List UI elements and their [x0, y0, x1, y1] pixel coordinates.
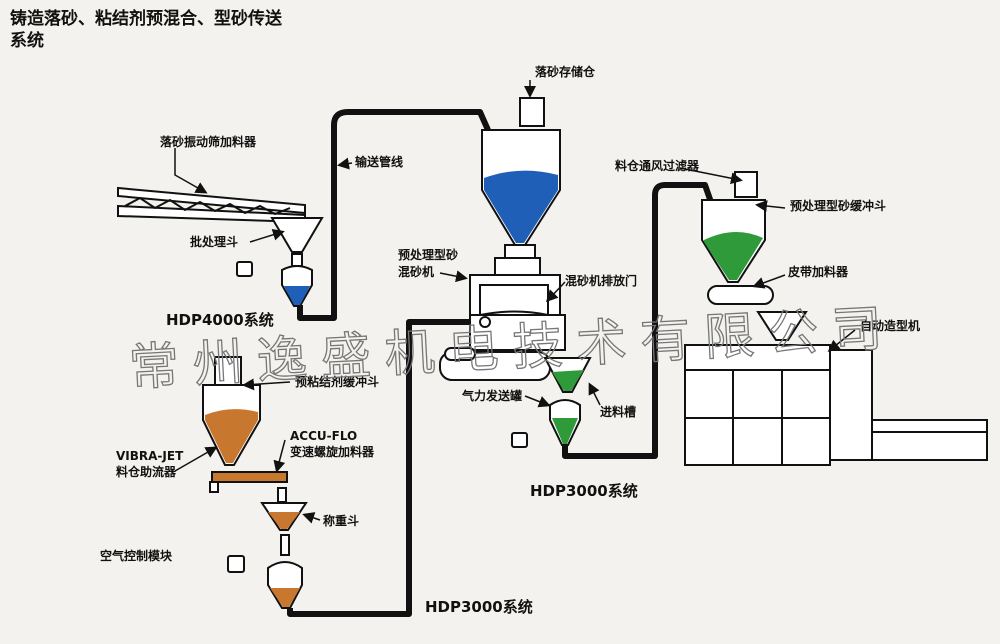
leader-lines — [174, 80, 856, 524]
pipe-hdp3000-to-mixer — [287, 319, 478, 617]
weigh-hopper — [260, 487, 308, 531]
label-accuflo-1: ACCU-FLO — [290, 429, 357, 443]
batch-hopper — [270, 217, 324, 253]
hdp3000-transporter-right — [549, 399, 581, 446]
label-mixer-1: 预处理型砂 — [398, 247, 458, 262]
sand-storage-silo — [481, 97, 561, 260]
conveying-pipes — [287, 109, 715, 617]
label-vent-filter: 料仓通风过滤器 — [615, 158, 700, 173]
sand-surge-hopper — [701, 171, 766, 283]
label-vibrajet-2: 料仓助流器 — [116, 464, 177, 479]
label-transporter: 气力发送罐 — [461, 388, 522, 403]
belt-feeder — [707, 285, 774, 305]
label-weigh-hopper: 称重斗 — [323, 513, 359, 528]
label-vibrajet-1: VIBRA-JET — [116, 449, 184, 463]
air-module-icon — [227, 555, 245, 573]
label-feed-chute: 进料槽 — [600, 404, 636, 419]
pipe-hdp4000-to-silo — [297, 109, 491, 321]
feed-chute — [543, 357, 592, 393]
label-accuflo-2: 变速螺旋加料器 — [290, 444, 375, 459]
label-air-module: 空气控制模块 — [100, 548, 173, 563]
label-batch-hopper: 批处理斗 — [190, 234, 238, 249]
label-hdp3000-bottom: HDP3000系统 — [425, 598, 533, 616]
label-sand-surge-hopper: 预处理型砂缓冲斗 — [790, 198, 886, 213]
label-hdp3000-right: HDP3000系统 — [530, 482, 638, 500]
binder-surge-hopper — [202, 356, 261, 466]
hdp3000-transporter-bottom — [267, 534, 303, 609]
label-pipeline: 输送管线 — [355, 154, 403, 169]
label-vibrating-screen: 落砂振动筛加料器 — [160, 134, 257, 149]
label-binder-surge-hopper: 预粘结剂缓冲斗 — [295, 374, 379, 389]
pipe-hdp3000-to-hopper — [562, 182, 715, 459]
label-belt-feeder: 皮带加料器 — [787, 264, 849, 279]
vibrating-screen-feeder — [117, 186, 306, 224]
label-mixer-2: 混砂机 — [398, 264, 434, 279]
title-line2: 系统 — [10, 30, 44, 51]
label-hdp4000: HDP4000系统 — [166, 311, 274, 329]
air-module-icon — [511, 432, 528, 448]
molding-funnel — [756, 311, 808, 341]
title-line1: 铸造落砂、粘结剂预混合、型砂传送 — [10, 8, 283, 29]
molding-machine — [684, 344, 988, 466]
air-module-icon — [236, 261, 253, 277]
label-storage-silo: 落砂存储仓 — [535, 64, 596, 79]
hdp4000-transporter — [281, 253, 313, 307]
label-mixer-gate: 混砂机排放门 — [565, 273, 637, 288]
sand-mixer — [439, 257, 566, 381]
screw-feeder — [209, 471, 288, 493]
label-molding-machine: 自动造型机 — [860, 318, 920, 333]
